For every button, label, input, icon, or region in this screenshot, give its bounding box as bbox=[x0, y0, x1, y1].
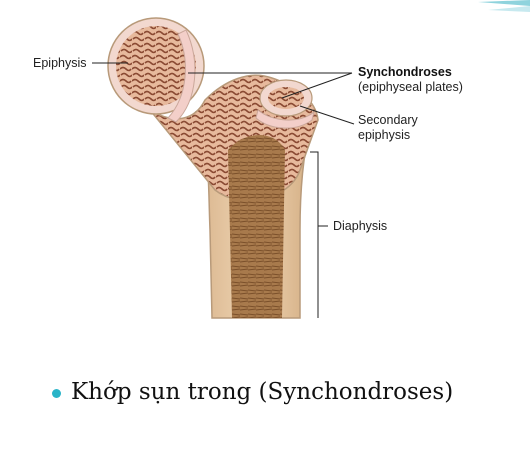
femur-bone bbox=[107, 17, 319, 319]
bullet-text: Khớp sụn trong (Synchondroses) bbox=[71, 379, 454, 405]
corner-decoration bbox=[478, 0, 530, 12]
label-epiphysis-secondary: epiphysis bbox=[358, 128, 411, 142]
label-epiphysis: Epiphysis bbox=[33, 56, 87, 70]
bone-diagram bbox=[92, 0, 530, 319]
label-secondary: Secondary bbox=[358, 113, 418, 127]
label-synchondroses: Synchondroses bbox=[358, 65, 452, 79]
bullet-item: Khớp sụn trong (Synchondroses) bbox=[52, 374, 453, 410]
leader-lines bbox=[92, 62, 355, 318]
label-diaphysis: Diaphysis bbox=[333, 219, 388, 233]
bullet-icon bbox=[52, 388, 61, 398]
label-epiphyseal-plates: (epiphyseal plates) bbox=[358, 80, 463, 94]
